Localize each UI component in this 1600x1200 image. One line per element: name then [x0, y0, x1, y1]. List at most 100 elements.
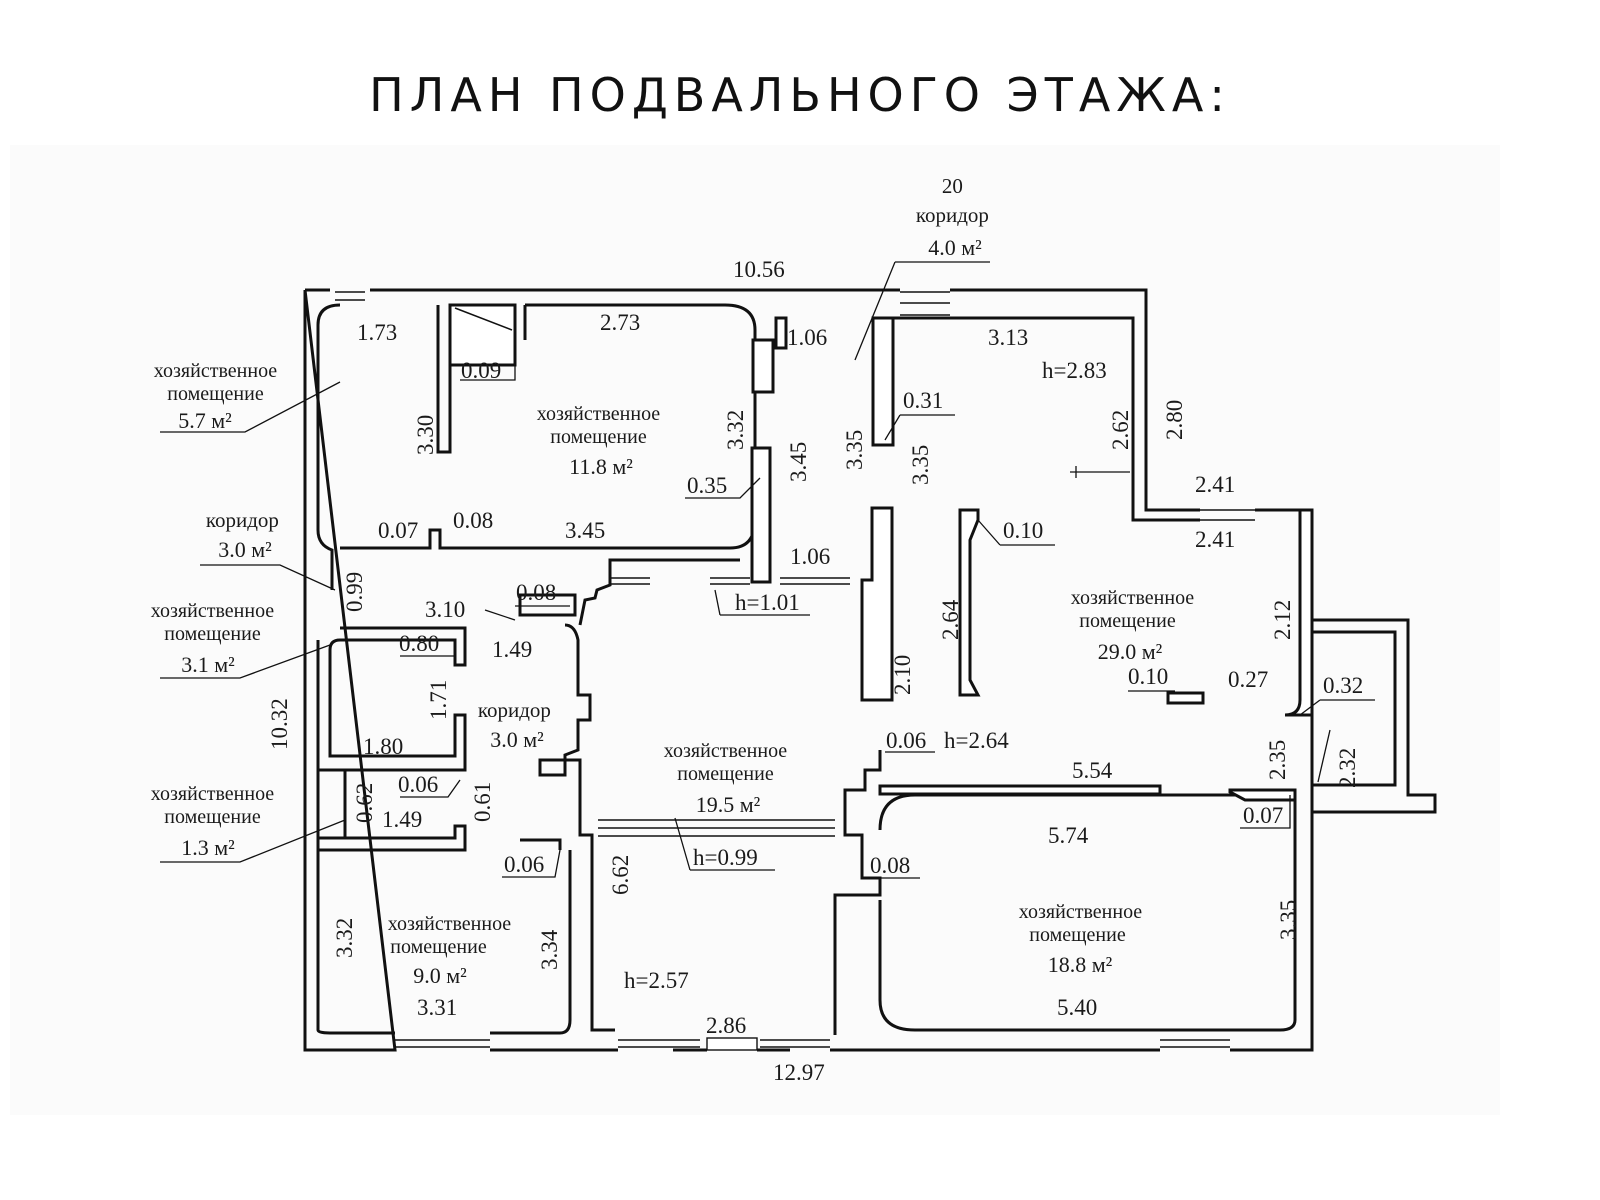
wall-5-54 — [878, 784, 1162, 796]
bay-inner — [1312, 630, 1397, 787]
room-label-corridor-20: 20 коридор 4.0 м² — [916, 174, 994, 260]
window-top-left — [335, 291, 365, 301]
dim-label: 10.56 — [733, 257, 785, 282]
dim-label: 5.74 — [1048, 823, 1089, 848]
dim-label: h=2.57 — [624, 968, 689, 993]
dim-label: 3.35 — [908, 445, 933, 485]
wall-small — [1166, 691, 1205, 705]
dim-label: 1.49 — [382, 807, 422, 832]
room-label-1-3: хозяйственное помещение 1.3 м² — [151, 783, 279, 860]
dim-label: 0.09 — [461, 358, 501, 383]
room-labels: хозяйственное помещение 5.7 м² хозяйстве… — [151, 174, 1199, 988]
dim-label: 2.62 — [1108, 410, 1133, 450]
wall-hall-top — [518, 558, 740, 626]
wall-9-0-room — [520, 838, 562, 850]
dim-label: 3.31 — [417, 995, 457, 1020]
dim-label: 2.10 — [890, 655, 915, 695]
dim-label: 2.32 — [1335, 748, 1360, 788]
dim-label: 0.35 — [687, 473, 727, 498]
dim-label: 1.71 — [426, 680, 451, 720]
dim-label: 0.32 — [1323, 673, 1363, 698]
dim-label: h=1.01 — [735, 590, 800, 615]
dim-label: 0.99 — [342, 572, 367, 612]
dim-label: 1.49 — [492, 637, 532, 662]
dim-label: 0.10 — [1003, 518, 1043, 543]
corridor-wall-right — [893, 316, 1200, 522]
dim-label: 2.80 — [1162, 400, 1187, 440]
wall-hall-right — [833, 750, 882, 1035]
wall-18-8-room — [878, 793, 1297, 1032]
leader-lines — [160, 261, 1375, 879]
dim-label: 0.62 — [352, 783, 377, 823]
openings — [335, 291, 1255, 1051]
opening-right — [1200, 509, 1255, 521]
dim-label: 3.10 — [425, 597, 465, 622]
room-label-11-8: хозяйственное помещение 11.8 м² — [537, 403, 665, 479]
wall-hall-left — [538, 623, 615, 1032]
room-label-corridor-3-0-mid: коридор 3.0 м² — [478, 698, 556, 752]
dim-label: 3.32 — [332, 918, 357, 958]
dim-label: 3.35 — [842, 430, 867, 470]
column-29-room — [958, 508, 981, 697]
column-mid — [750, 446, 772, 584]
dim-label: 0.06 — [504, 852, 544, 877]
walls — [303, 288, 1437, 1052]
opening-hall-right — [598, 819, 835, 837]
wall-1-3-room — [318, 768, 467, 852]
dim-label: 2.35 — [1265, 740, 1290, 780]
dim-label: 1.06 — [787, 325, 827, 350]
plan-title: ПЛАН ПОДВАЛЬНОГО ЭТАЖА: — [369, 68, 1231, 122]
dim-label: 0.06 — [886, 728, 926, 753]
window-top-corridor — [900, 291, 950, 316]
room-label-corridor-3-0-top: коридор 3.0 м² — [206, 508, 284, 562]
dim-label: 6.62 — [608, 855, 633, 895]
dim-label: 0.07 — [378, 518, 418, 543]
plan-background — [10, 145, 1500, 1115]
exterior-inner-wall — [316, 303, 572, 1035]
dim-label: 0.61 — [470, 782, 495, 822]
dim-label: 1.80 — [363, 734, 403, 759]
dim-label: 2.73 — [600, 310, 640, 335]
dim-label: 0.08 — [516, 580, 556, 605]
corridor-wall-left — [871, 316, 895, 447]
dim-label: 10.32 — [267, 698, 292, 750]
dim-label: 0.10 — [1128, 664, 1168, 689]
window-bottom-right — [1160, 1039, 1230, 1048]
dim-label: 0.08 — [870, 853, 910, 878]
dim-label: 0.27 — [1228, 667, 1268, 692]
room-label-29-0: хозяйственное помещение 29.0 м² — [1071, 587, 1199, 664]
dimension-labels: 10.56 1.73 2.73 1.06 3.13 h=2.83 0.09 3.… — [267, 257, 1363, 1085]
dim-label: 3.35 — [1276, 900, 1301, 940]
window-bottom-center — [618, 1039, 830, 1048]
dim-label: 2.12 — [1270, 600, 1295, 640]
dim-label: 0.80 — [399, 631, 439, 656]
dim-label: 3.34 — [537, 929, 562, 970]
room-label-5-7: хозяйственное помещение 5.7 м² — [154, 360, 282, 433]
wall-tail — [1228, 788, 1297, 802]
dim-label: 1.73 — [357, 320, 397, 345]
dim-label: 3.32 — [723, 410, 748, 450]
dim-label: 3.45 — [786, 442, 811, 482]
room-label-3-1: хозяйственное помещение 3.1 м² — [151, 600, 279, 677]
room-label-18-8: хозяйственное помещение 18.8 м² — [1019, 901, 1147, 977]
dim-label: 0.31 — [903, 388, 943, 413]
dim-label: 0.06 — [398, 772, 438, 797]
dim-label: 2.41 — [1195, 472, 1235, 497]
dim-label: 3.30 — [413, 415, 438, 455]
dim-label: 2.41 — [1195, 527, 1235, 552]
dim-label: 3.13 — [988, 325, 1028, 350]
room-label-9-0: хозяйственное помещение 9.0 м² — [388, 913, 516, 988]
dim-label: 5.40 — [1057, 995, 1097, 1020]
column-right — [860, 506, 894, 702]
opening-hall-top — [610, 577, 850, 585]
dim-label: h=2.64 — [944, 728, 1009, 753]
dim-label: h=0.99 — [693, 845, 758, 870]
wall-3-1-room — [328, 626, 467, 772]
dim-label: 2.86 — [706, 1013, 746, 1038]
dim-label: h=2.83 — [1042, 358, 1107, 383]
wall-stub-top — [751, 338, 775, 394]
window-bottom-left — [395, 1039, 490, 1048]
dim-label: 2.64 — [938, 599, 963, 640]
dim-label: 12.97 — [773, 1060, 825, 1085]
wall-5-7-room — [436, 305, 452, 454]
